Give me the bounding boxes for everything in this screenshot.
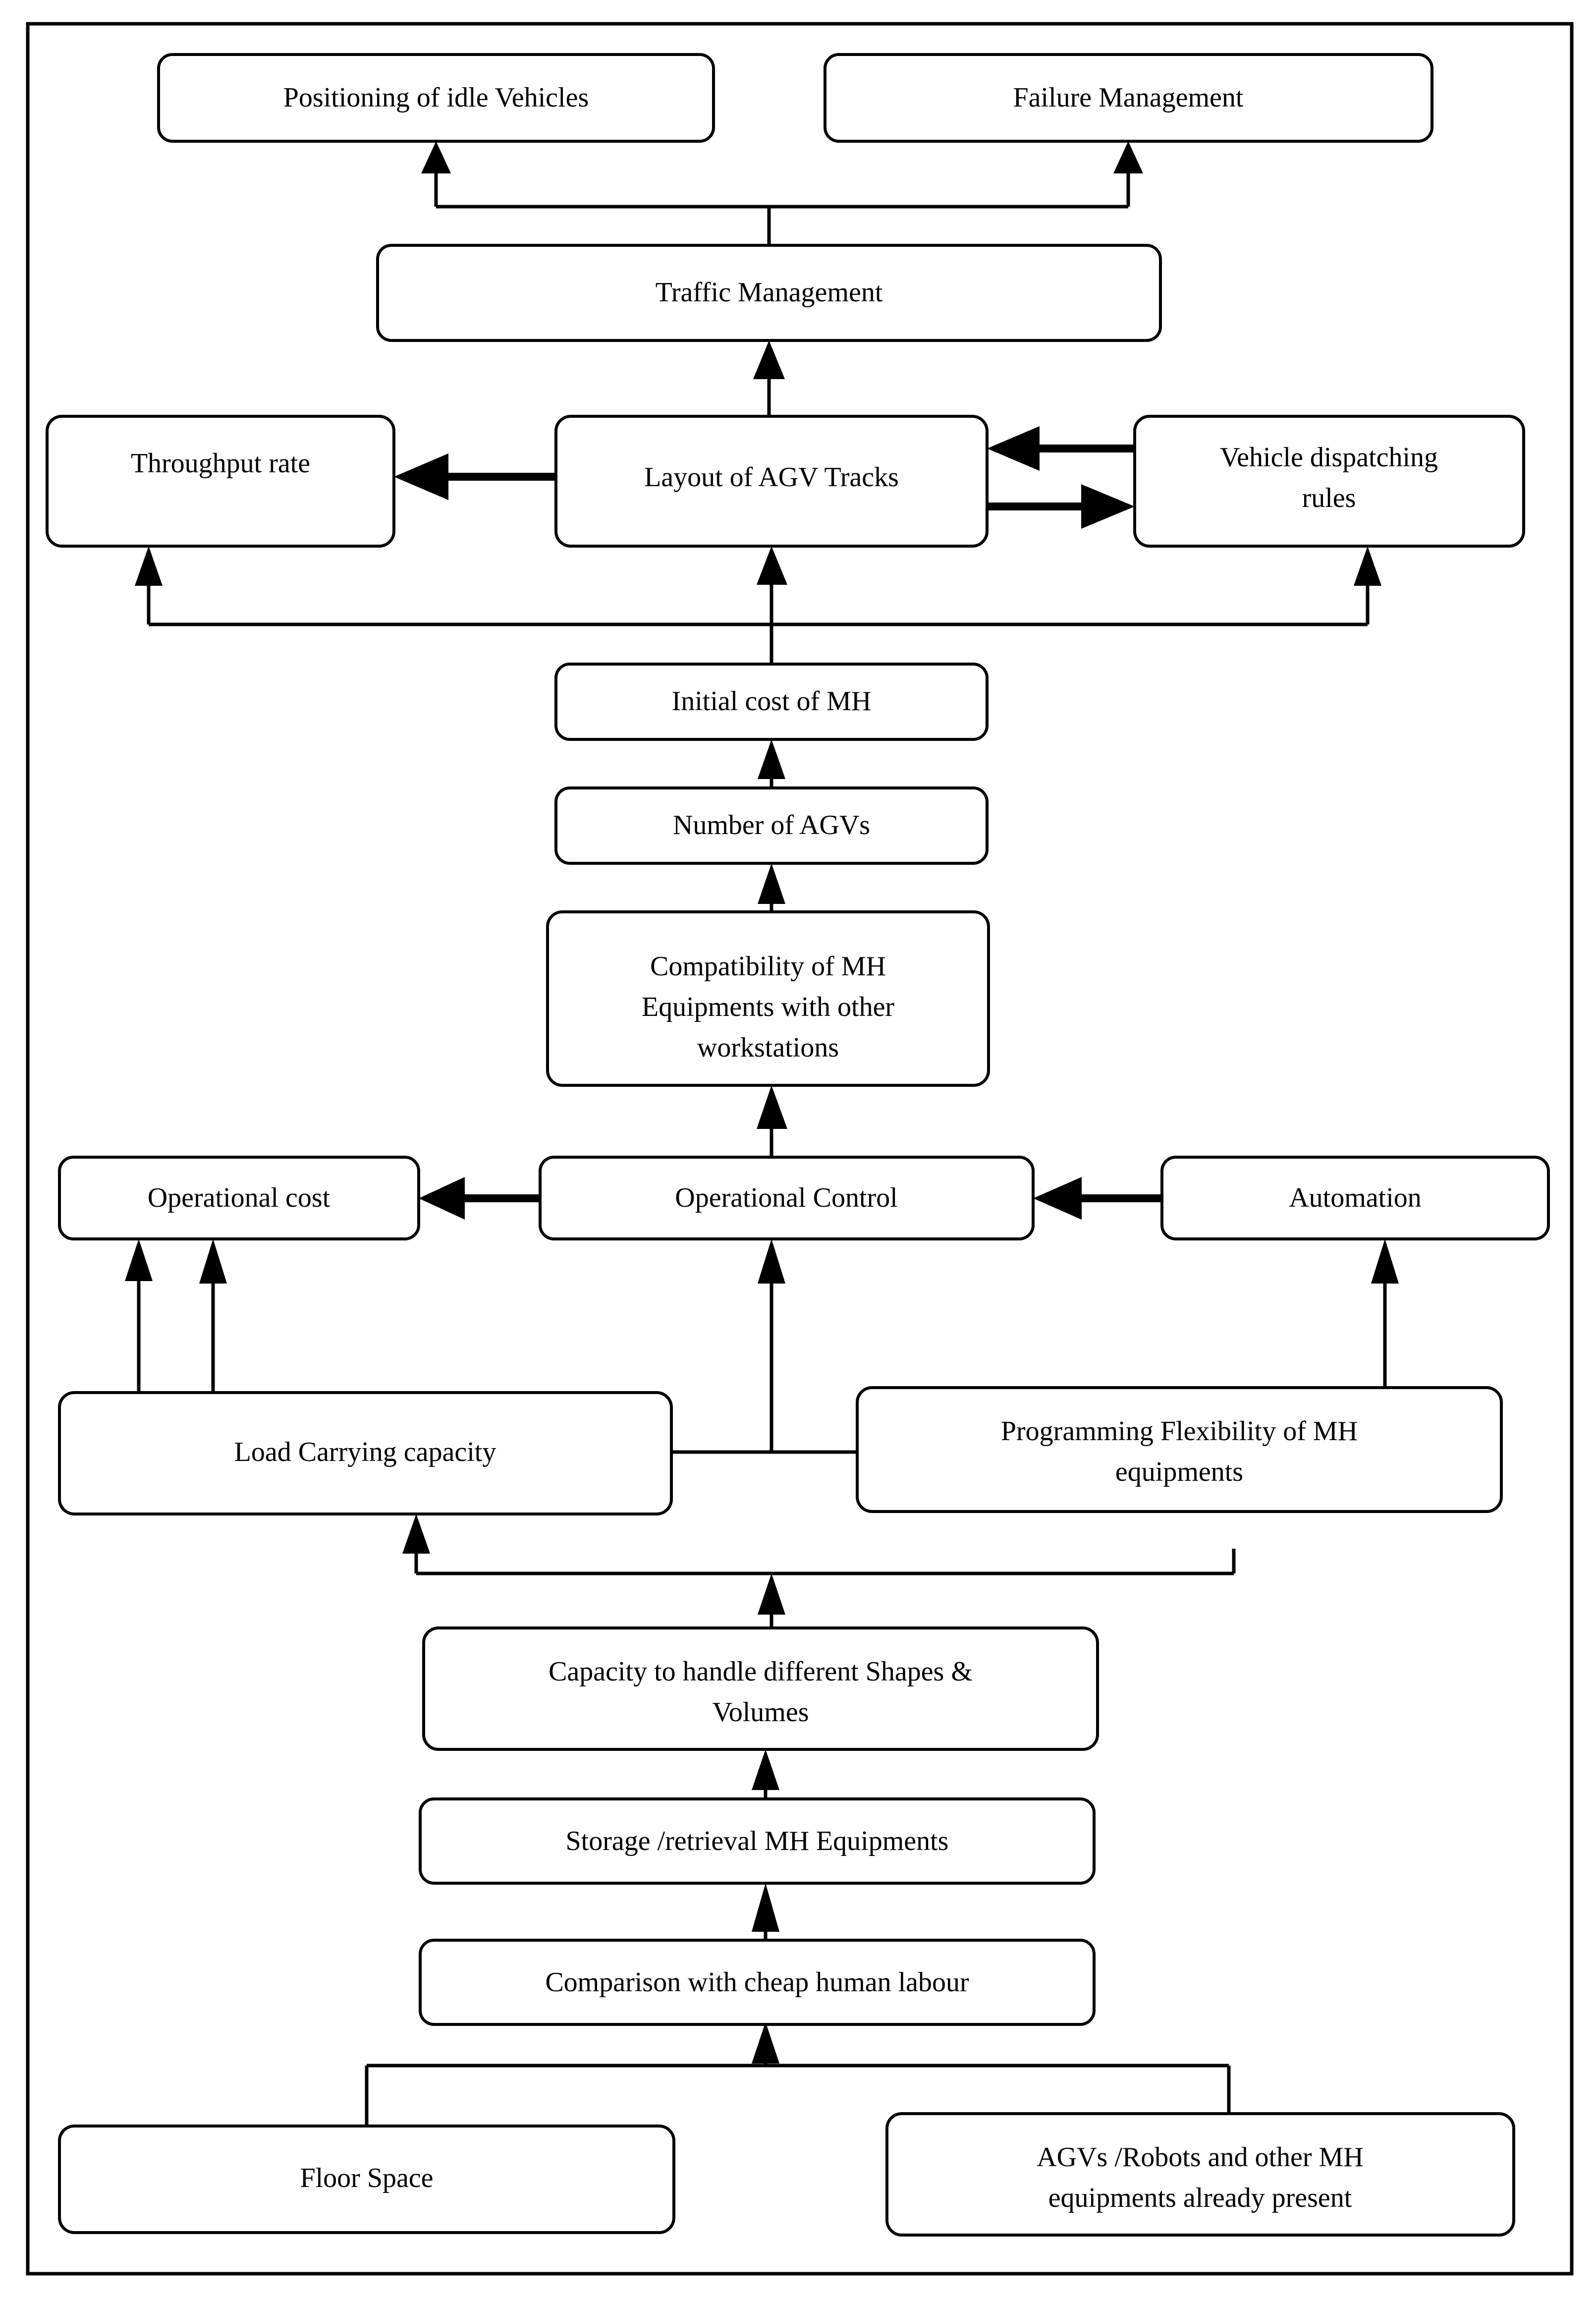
node-label: Load Carrying capacity — [234, 1437, 496, 1467]
node-label: AGVs /Robots and other MH — [1037, 2142, 1364, 2173]
node-box[interactable] — [539, 1156, 1035, 1240]
node-number-of-agvs[interactable]: Number of AGVs — [554, 786, 989, 865]
arrow-to-dispatch-branch — [1354, 546, 1381, 586]
arrow-to-failure — [1113, 141, 1143, 173]
arrow-to-loadcapacity — [402, 1514, 430, 1554]
node-label: Storage /retrieval MH Equipments — [566, 1826, 949, 1856]
diagram-frame — [26, 22, 1574, 2276]
node-label: Throughput rate — [131, 448, 310, 479]
node-box[interactable] — [546, 910, 990, 1087]
node-label: Floor Space — [300, 2163, 433, 2193]
node-box[interactable] — [885, 2112, 1515, 2237]
arrow-to-numagvs — [758, 863, 785, 904]
arrow-to-opcost — [419, 1177, 465, 1220]
node-label-line2: Volumes — [713, 1697, 809, 1728]
node-floor-space[interactable]: Floor Space — [58, 2125, 675, 2234]
arrow-to-opcost-from-load — [125, 1239, 153, 1281]
node-label: Compatibility of MH — [650, 951, 886, 982]
node-operational-control[interactable]: Operational Control — [539, 1156, 1035, 1240]
node-load-carrying-capacity[interactable]: Load Carrying capacity — [58, 1391, 673, 1515]
node-storage-retrieval-mh[interactable]: Storage /retrieval MH Equipments — [419, 1797, 1096, 1885]
node-label: Traffic Management — [656, 277, 883, 308]
arrow-to-positioning — [421, 141, 451, 173]
node-failure-management[interactable]: Failure Management — [824, 53, 1433, 143]
arrow-to-junction-row4 — [758, 1573, 785, 1615]
node-label: Operational cost — [148, 1182, 330, 1213]
node-label-line2: Equipments with other — [642, 992, 895, 1022]
node-programming-flexibility-mh[interactable]: Programming Flexibility of MH equipments — [856, 1386, 1503, 1513]
arrow-to-layout — [757, 546, 787, 585]
node-label: Programming Flexibility of MH — [1001, 1416, 1358, 1447]
arrow-to-comparison — [752, 2022, 779, 2064]
node-label: Number of AGVs — [673, 810, 870, 840]
arrow-to-layout-from-dispatch — [987, 426, 1040, 471]
node-box[interactable] — [1133, 415, 1525, 548]
node-box[interactable] — [157, 53, 715, 143]
node-operational-cost[interactable]: Operational cost — [58, 1156, 420, 1240]
node-positioning-idle-vehicles[interactable]: Positioning of idle Vehicles — [157, 53, 715, 143]
node-initial-cost-mh[interactable]: Initial cost of MH — [554, 663, 989, 741]
node-box[interactable] — [824, 53, 1433, 143]
node-throughput-rate[interactable]: Throughput rate — [46, 415, 395, 548]
edge-layer — [125, 141, 1399, 2129]
node-box[interactable] — [1160, 1156, 1550, 1240]
arrow-to-opcontrol — [1033, 1177, 1082, 1220]
node-box[interactable] — [46, 415, 395, 548]
node-label: Capacity to handle different Shapes & — [549, 1656, 973, 1687]
node-label-line2: equipments already present — [1048, 2183, 1352, 2213]
node-box[interactable] — [554, 415, 989, 548]
node-label-line3: workstations — [697, 1032, 839, 1063]
node-box[interactable] — [376, 244, 1162, 342]
node-layout-agv-tracks[interactable]: Layout of AGV Tracks — [554, 415, 989, 548]
node-label: Positioning of idle Vehicles — [283, 82, 589, 113]
node-box[interactable] — [419, 1939, 1096, 2026]
node-vehicle-dispatching-rules[interactable]: Vehicle dispatching rules — [1133, 415, 1525, 548]
arrow-to-opcost-from-junction — [199, 1239, 227, 1284]
arrow-to-capacity — [752, 1749, 779, 1790]
arrow-to-dispatch — [1081, 484, 1135, 529]
node-box[interactable] — [422, 1626, 1099, 1751]
arrow-to-throughput-branch — [135, 546, 163, 586]
node-capacity-shapes-volumes[interactable]: Capacity to handle different Shapes & Vo… — [422, 1626, 1099, 1751]
node-box[interactable] — [856, 1386, 1503, 1513]
node-box[interactable] — [554, 786, 989, 865]
node-label: Automation — [1289, 1182, 1422, 1213]
arrow-to-traffic — [753, 340, 785, 379]
node-label-line2: rules — [1302, 483, 1356, 513]
node-compatibility-mh-equipments[interactable]: Compatibility of MH Equipments with othe… — [546, 910, 990, 1087]
node-label: Layout of AGV Tracks — [644, 462, 899, 493]
node-automation[interactable]: Automation — [1160, 1156, 1550, 1240]
node-label: Operational Control — [675, 1182, 897, 1213]
node-layer: Positioning of idle Vehicles Failure Man… — [46, 53, 1550, 2237]
node-label: Initial cost of MH — [672, 686, 872, 717]
node-comparison-human-labour[interactable]: Comparison with cheap human labour — [419, 1939, 1096, 2026]
node-label: Failure Management — [1013, 82, 1244, 113]
arrow-to-compat — [757, 1085, 787, 1129]
arrow-to-opcontrol-from-junction — [758, 1239, 785, 1284]
node-box[interactable] — [58, 1156, 420, 1240]
node-label-line2: equipments — [1115, 1457, 1243, 1487]
node-label: Vehicle dispatching — [1220, 442, 1438, 473]
node-label: Comparison with cheap human labour — [545, 1967, 969, 1998]
arrow-to-storage — [752, 1883, 779, 1932]
arrow-to-throughput — [394, 453, 448, 500]
node-box[interactable] — [58, 2125, 675, 2234]
node-box[interactable] — [58, 1391, 673, 1515]
node-agvs-robots-present[interactable]: AGVs /Robots and other MH equipments alr… — [885, 2112, 1515, 2237]
node-box[interactable] — [419, 1797, 1096, 1885]
arrow-to-automation-from-junction — [1371, 1239, 1399, 1284]
node-traffic-management[interactable]: Traffic Management — [376, 244, 1162, 342]
arrow-to-initialcost — [758, 739, 785, 779]
node-box[interactable] — [554, 663, 989, 741]
